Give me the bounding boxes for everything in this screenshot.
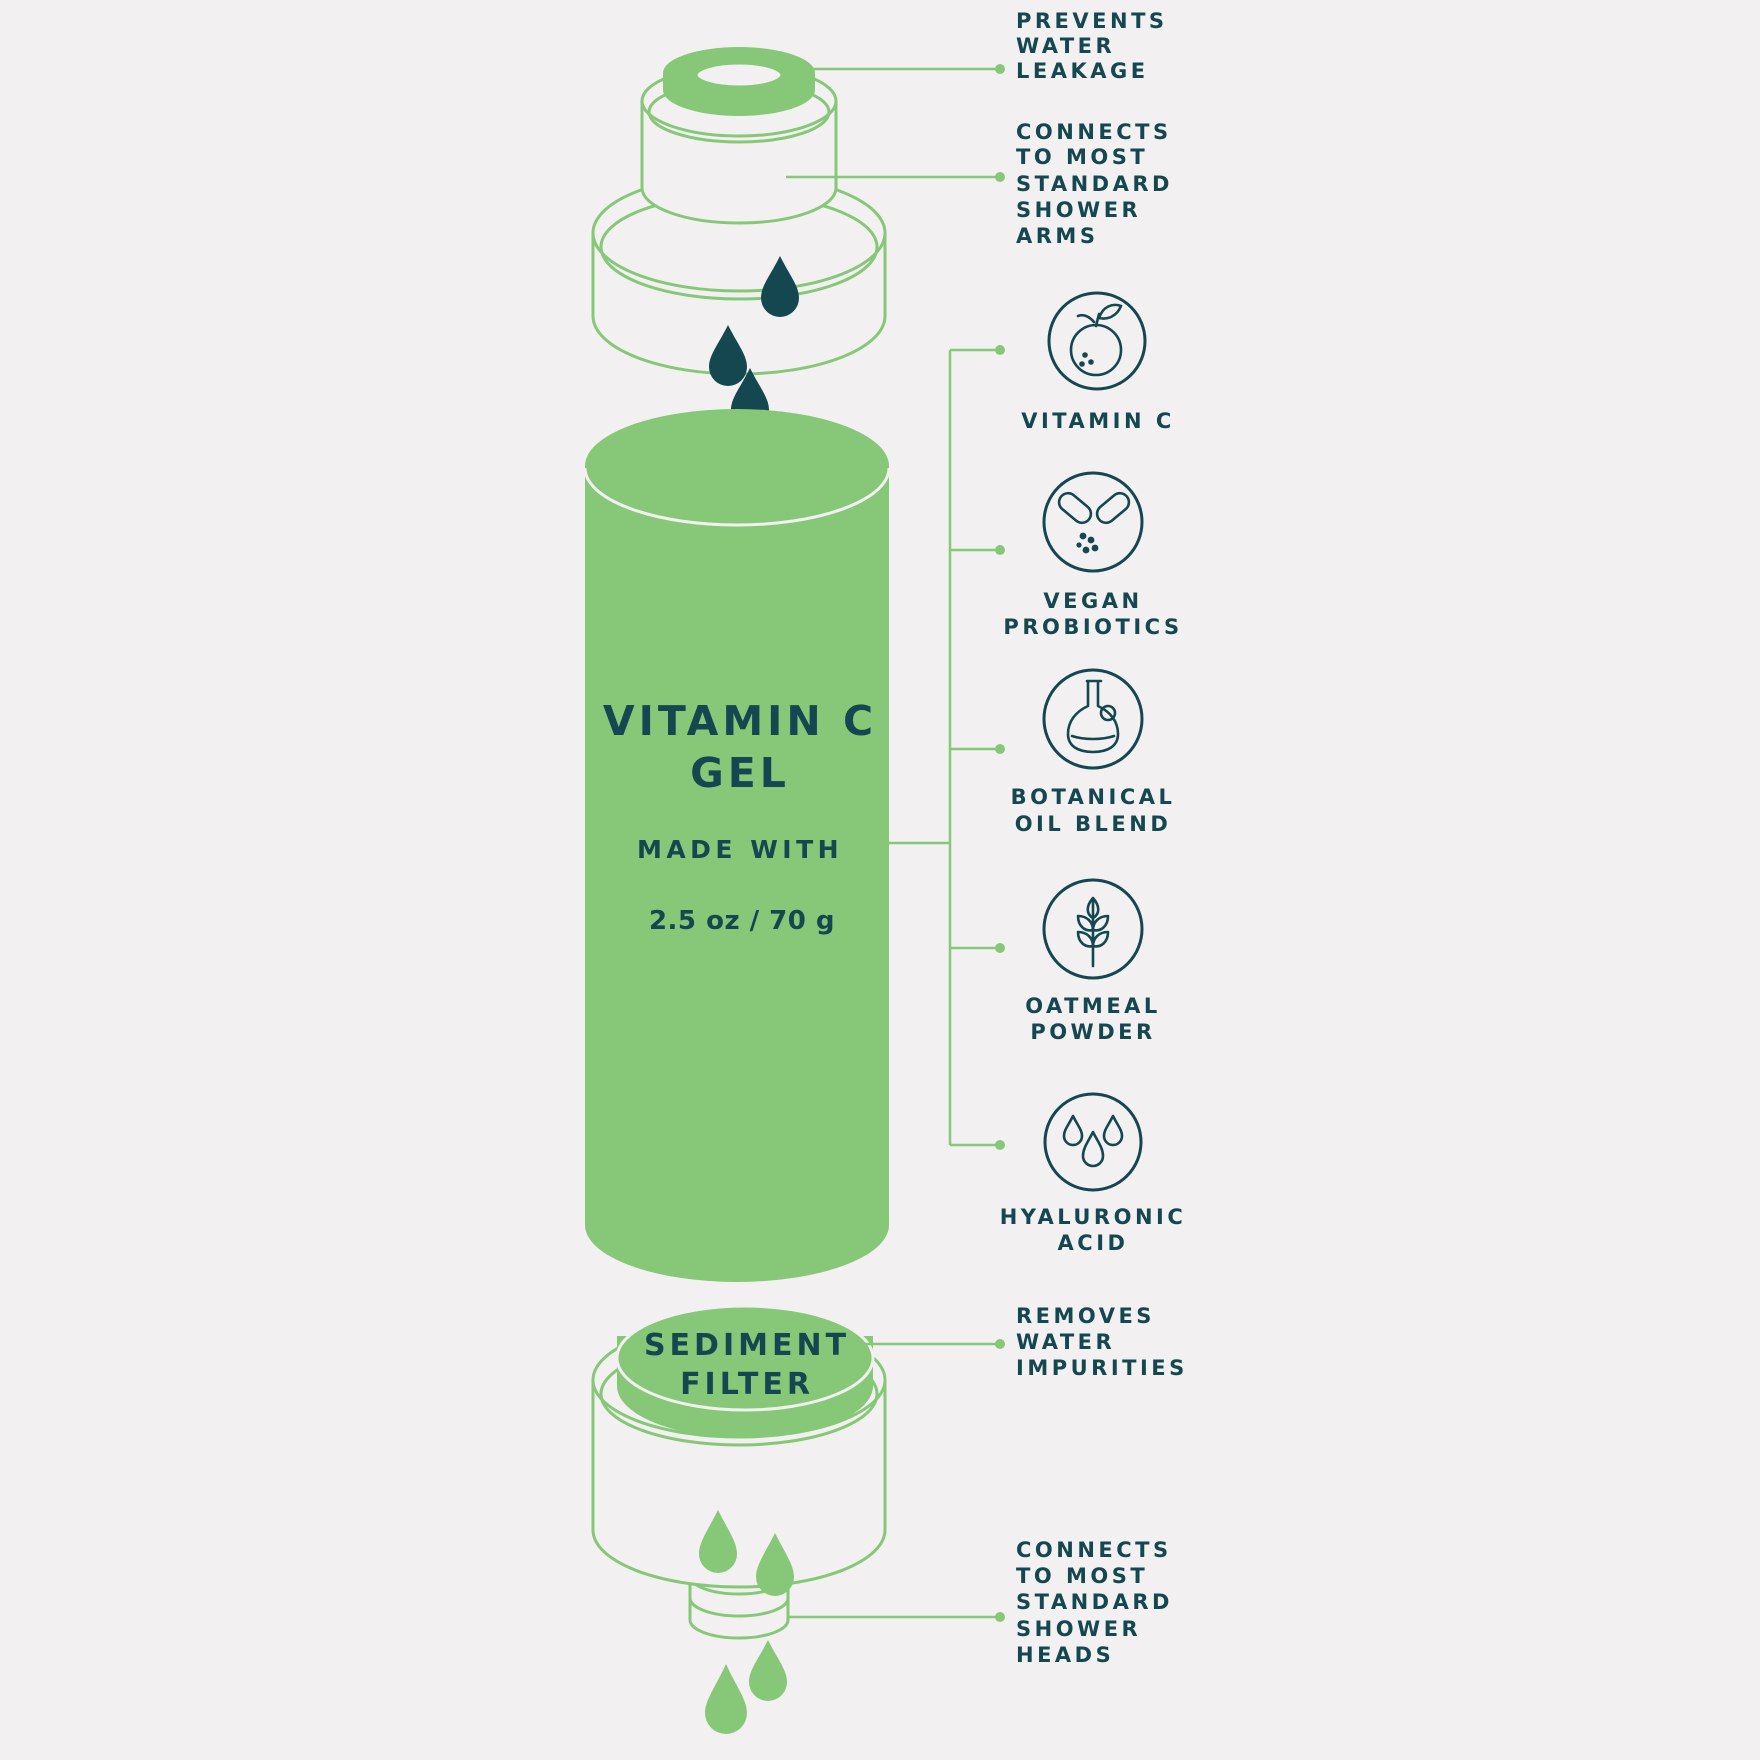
leader-dot xyxy=(995,64,1005,74)
ingredient-botanical-oil: BOTANICAL OIL BLEND xyxy=(1011,668,1176,836)
leader-dot xyxy=(995,1612,1005,1622)
sediment-filter-line1: SEDIMENT xyxy=(644,1328,850,1363)
water-drop-icon xyxy=(761,256,799,317)
callout-removes-impurities: REMOVES WATER IMPURITIES xyxy=(1016,1304,1188,1380)
ingredient-label: VEGAN xyxy=(1043,589,1142,613)
leader-dot xyxy=(995,1140,1005,1150)
callout-leaders xyxy=(786,64,1005,1622)
ingredient-label: VITAMIN C xyxy=(1021,409,1175,433)
leader-dot xyxy=(995,545,1005,555)
water-drop-icon xyxy=(699,1510,737,1573)
vitamin-c-canister: VITAMIN C GEL MADE WITH 2.5 oz / 70 g xyxy=(583,409,891,1282)
gasket-hole xyxy=(695,62,783,88)
bottom-cap: SEDIMENT FILTER xyxy=(591,1304,887,1640)
callout-connects-shower-heads: CONNECTS TO MOST STANDARD SHOWER HEADS xyxy=(1016,1538,1184,1667)
canister-title-line1: VITAMIN C xyxy=(603,697,877,745)
droplets-icon xyxy=(1043,1092,1143,1192)
water-drop-icon xyxy=(705,1664,747,1734)
ingredient-label: BOTANICAL xyxy=(1011,785,1176,809)
capsule-icon xyxy=(1042,471,1144,573)
water-drop-icon xyxy=(709,325,747,386)
ingredient-vitamin-c: VITAMIN C xyxy=(1021,291,1175,433)
ingredient-label: OATMEAL xyxy=(1025,994,1161,1018)
canister-lid xyxy=(585,409,889,523)
canister-lid-edge xyxy=(583,467,891,527)
canister-body xyxy=(585,466,889,1282)
ingredient-label: OIL BLEND xyxy=(1015,812,1172,836)
ingredient-label: POWDER xyxy=(1030,1020,1155,1044)
leader-dot xyxy=(995,943,1005,953)
ingredient-hyaluronic-acid: HYALURONIC ACID xyxy=(1000,1092,1187,1255)
leader-dot xyxy=(995,744,1005,754)
callout-prevents-leakage: PREVENTS WATER LEAKAGE xyxy=(1016,9,1178,83)
wheat-icon xyxy=(1042,878,1144,980)
ingredient-oatmeal-powder: OATMEAL POWDER xyxy=(1025,878,1161,1044)
sediment-filter-top xyxy=(615,1304,875,1412)
ingredient-label: HYALURONIC xyxy=(1000,1205,1187,1229)
nozzle-thread xyxy=(688,1597,790,1618)
water-drop-icon xyxy=(749,1640,787,1701)
gasket-hole-rim xyxy=(692,59,786,91)
orange-icon xyxy=(1047,291,1147,391)
filtered-water-drops xyxy=(699,1510,794,1734)
sediment-filter-line2: FILTER xyxy=(680,1367,814,1402)
bottom-cap-body xyxy=(591,1380,887,1589)
leader-dot xyxy=(995,345,1005,355)
callout-connects-shower-arms: CONNECTS TO MOST STANDARD SHOWER ARMS xyxy=(1016,120,1184,248)
ingredient-vegan-probiotics: VEGAN PROBIOTICS xyxy=(1003,471,1182,639)
top-cap xyxy=(591,47,887,376)
canister-weight: 2.5 oz / 70 g xyxy=(649,906,835,936)
oil-bottle-icon xyxy=(1042,668,1144,770)
water-drop-icon xyxy=(756,1533,794,1596)
ingredient-label: PROBIOTICS xyxy=(1003,615,1182,639)
canister-subtitle: MADE WITH xyxy=(637,835,843,864)
leader-dot xyxy=(995,1339,1005,1349)
leader-dot xyxy=(995,172,1005,182)
canister-title-line2: GEL xyxy=(690,749,790,797)
ingredient-label: ACID xyxy=(1058,1231,1129,1255)
